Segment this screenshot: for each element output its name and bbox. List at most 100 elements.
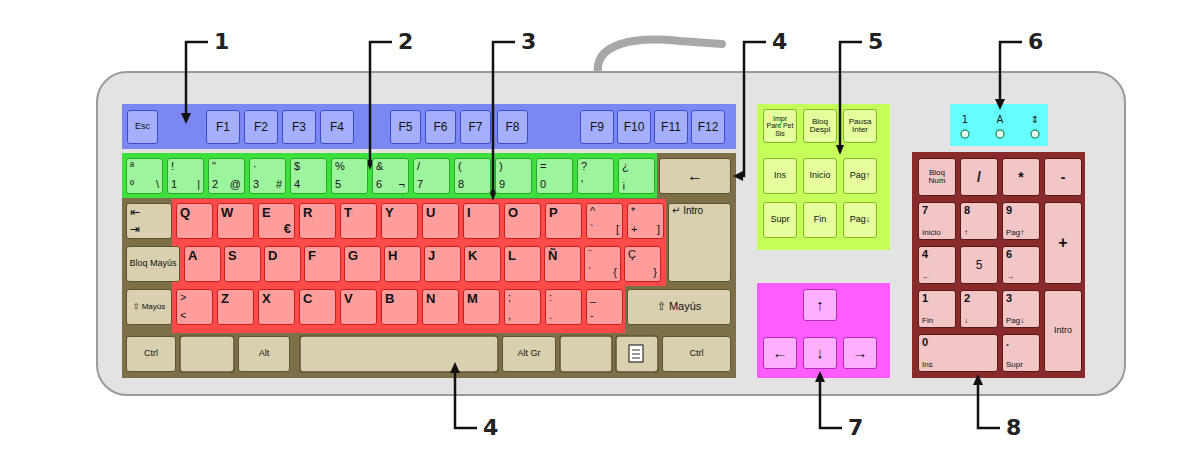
key-label: Pag↑	[844, 171, 876, 180]
key-label: Z	[221, 292, 229, 306]
key-label: F12	[692, 121, 724, 134]
key: 2↓	[960, 290, 998, 328]
key-label: }	[653, 267, 657, 279]
key: Pag↓	[843, 202, 877, 238]
key-label: 0	[922, 337, 928, 349]
key-label: 7	[922, 205, 928, 217]
callout-lines	[186, 42, 1022, 428]
key-label: J	[428, 249, 435, 263]
key: F7	[460, 110, 491, 144]
key-label: F7	[461, 121, 490, 134]
key: ←	[659, 158, 731, 194]
key: ↵ Intro	[668, 203, 731, 282]
key-label: 5	[961, 259, 997, 272]
key-label: ª	[130, 161, 134, 173]
key: F6	[425, 110, 456, 144]
key: /7	[413, 158, 450, 194]
leader-line	[820, 382, 842, 428]
key: Impr Pant Pet Sis	[763, 109, 797, 143]
key-label: *	[1003, 170, 1039, 185]
led	[961, 130, 969, 138]
key: F11	[654, 110, 688, 144]
key-label: ↑	[964, 229, 968, 237]
key: "2@	[208, 158, 245, 194]
key-label: U	[426, 206, 435, 220]
blank-key	[180, 336, 234, 372]
key-label: \	[156, 179, 159, 191]
key: O	[504, 203, 541, 239]
key: 9Pag↑	[1002, 202, 1040, 240]
key-label: Esc	[128, 122, 157, 131]
callout-number: 8	[1006, 417, 1021, 439]
key: ªº \	[126, 158, 163, 194]
key-label: F2	[245, 121, 277, 134]
arrow-head	[815, 371, 825, 382]
key-label: 1	[171, 179, 177, 191]
key: Esc	[127, 110, 158, 144]
key-label: ·	[253, 161, 257, 173]
key-label: K	[468, 249, 477, 263]
key-label: )	[499, 161, 503, 173]
key-label: T	[344, 206, 352, 220]
key: I	[463, 203, 500, 239]
arrow-head	[995, 99, 1005, 110]
key-label: +	[631, 224, 637, 236]
key-label: Pausa Inter	[844, 118, 876, 135]
key: ⇤⇥	[126, 203, 172, 239]
led-label: 1	[962, 115, 968, 125]
key-label: <	[180, 310, 186, 322]
key: Intro	[1044, 290, 1082, 372]
key-label: !	[171, 161, 174, 173]
menu-icon	[629, 345, 643, 362]
led	[1031, 130, 1039, 138]
key-label: Pag↓	[844, 215, 876, 224]
key-label: /	[417, 161, 420, 173]
key-label: 7	[417, 179, 423, 191]
key-label: F	[308, 249, 316, 263]
key: )9	[495, 158, 532, 194]
key-label: X	[262, 292, 271, 306]
key-label: '	[581, 179, 583, 191]
key: Pag↑	[843, 158, 877, 194]
key: ↑	[803, 289, 837, 321]
key-label: 0	[540, 179, 546, 191]
key-label: -	[590, 310, 594, 322]
callout-number: 2	[398, 31, 413, 53]
key-label: 6	[376, 179, 382, 191]
key: F	[304, 246, 341, 282]
key: S	[224, 246, 261, 282]
key-label: Supr	[764, 215, 796, 224]
key-label: 6	[1006, 249, 1012, 261]
key-label: 1	[922, 293, 928, 305]
key-label: Pag↑	[1006, 229, 1024, 237]
key-label: _	[590, 292, 596, 304]
key: /	[960, 158, 998, 196]
key-label: F6	[426, 121, 455, 134]
key-label: C	[303, 292, 312, 306]
key: 1Fin	[918, 290, 956, 328]
key-label: =	[540, 161, 546, 173]
callout-number: 3	[521, 31, 536, 53]
key: F10	[617, 110, 651, 144]
key-label: º	[130, 179, 134, 191]
key: B	[381, 289, 418, 325]
menu-icon-lines	[632, 350, 640, 358]
key: N	[422, 289, 459, 325]
key-label: E	[262, 206, 271, 220]
zone-letters	[172, 199, 666, 333]
key-label: +	[1045, 235, 1081, 252]
key-label: F5	[391, 121, 420, 134]
key: ><	[176, 289, 213, 325]
key-label: F10	[618, 121, 650, 134]
key: Ç}	[624, 246, 661, 282]
key: 7Inicio	[918, 202, 956, 240]
key-label: %	[335, 161, 345, 173]
key-label: Bloq Num	[919, 169, 955, 186]
key: ?'	[577, 158, 614, 194]
key: *+]	[627, 203, 664, 239]
key-label: ←	[922, 273, 930, 281]
key: F4	[320, 110, 354, 144]
key-label: Pag↓	[1006, 317, 1024, 325]
key: Bloq Despl	[803, 109, 837, 143]
key: K	[464, 246, 501, 282]
